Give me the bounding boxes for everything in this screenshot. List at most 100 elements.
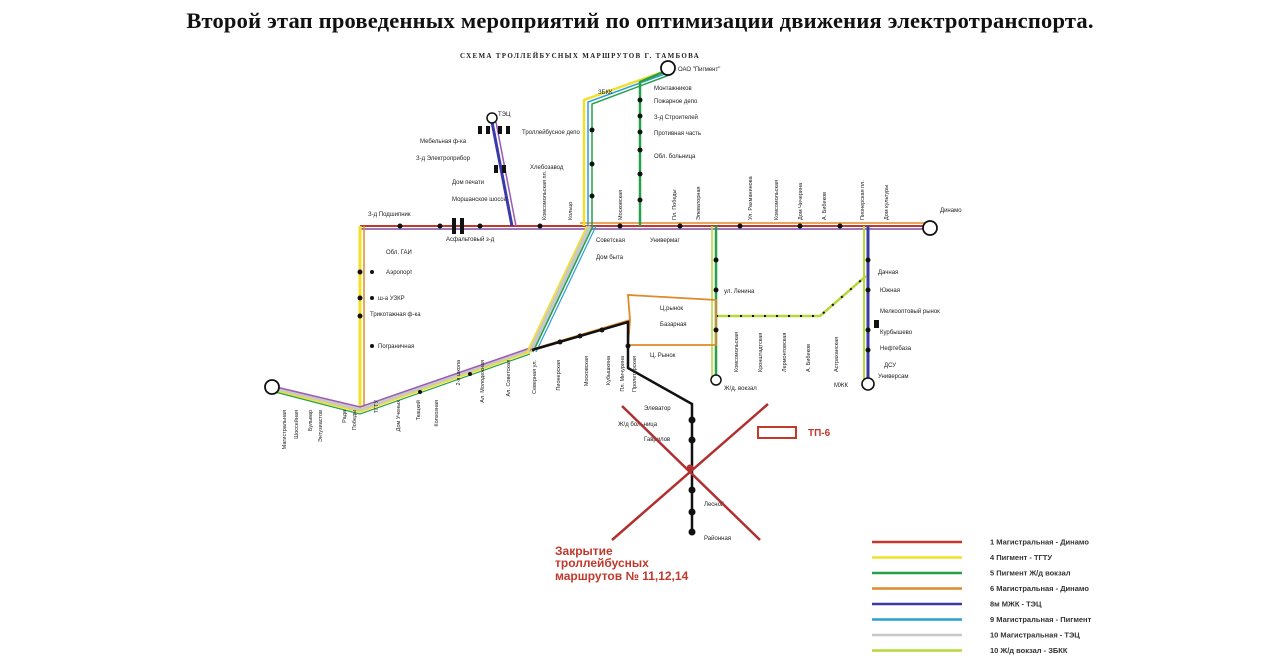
label-sovetskaya: Советская <box>596 238 625 244</box>
terminal-magistralnaya <box>264 379 280 395</box>
label-morshanskoe: Моршанское шоссе <box>452 197 507 203</box>
vlabel-mid-0: Комсомольская <box>734 332 740 372</box>
label-montazhnikov: Монтажников <box>654 86 692 92</box>
map-subtitle: СХЕМА ТРОЛЛЕЙБУСНЫХ МАРШРУТОВ Г. ТАМБОВА <box>460 52 700 60</box>
label-pokrovskaya: Пограничная <box>378 344 414 350</box>
vlabel-left-11: Ал. Молодежная <box>480 360 486 403</box>
route-dachnaya-dots <box>716 275 867 317</box>
vlabel-top-8: А. Бибиков <box>822 192 828 220</box>
closure-line-3: маршрутов № 11,12,14 <box>555 569 689 583</box>
label-bazarnaya: Базарная <box>660 322 687 328</box>
label-pozharnoe-depo: Пожарное депо <box>654 99 698 105</box>
label-ts-rynok2: Ц. Рынок <box>650 353 676 359</box>
label-zhd-bolnitsa: Ж/д больница <box>618 422 658 428</box>
substation-box <box>757 426 797 439</box>
label-dinamo: Динамо <box>940 208 962 214</box>
label-trikotazh: Трикотажная ф-ка <box>370 312 421 318</box>
vlabel-left-12: Ал. Советская <box>506 360 512 396</box>
vlabel-left-6: ТГТУ <box>374 400 380 414</box>
route-lines <box>271 68 930 535</box>
legend-label-r4: 4 Пигмент - ТГТУ <box>990 553 1052 562</box>
vertical-labels-top: Комсомольская пл. Кольцо Московская Пл. Поб… <box>542 170 890 220</box>
route-pigment-green2 <box>638 68 669 226</box>
label-zd-stroiteley: З-д Строителей <box>654 114 698 121</box>
label-universam: Универсам <box>878 374 908 380</box>
label-aeroport: Аэропорт <box>386 270 413 276</box>
route-dachnaya-dashed <box>716 275 867 318</box>
terminal-mzhk <box>861 377 875 391</box>
vlabel-left-8: Ткацкий <box>415 400 422 420</box>
route-legend: 1 Магистральная - Динамо 4 Пигмент - ТГТУ… <box>872 538 1092 655</box>
route-bottom-left-green <box>274 353 531 415</box>
vertical-labels-mid: Комсомольская Кронштадтская Лермонтовская А… <box>734 332 840 372</box>
label-pigment: ОАО "Пигмент" <box>678 67 720 73</box>
route-tets-purple <box>495 121 517 227</box>
vlabel-top-7: Дом Чичерина <box>798 182 804 220</box>
legend-label-r10: 10 Магистральная - ТЭЦ <box>990 631 1080 640</box>
route-bottom-left-yellow <box>271 351 531 413</box>
vlabel-left-14: Пионерская <box>556 360 562 391</box>
vlabel-top-5: Ул. Рахманинова <box>748 175 754 220</box>
label-melkoptovy: Мелкооптовый рынок <box>880 308 940 315</box>
route-bottom-left-purple <box>271 347 531 408</box>
vlabel-left-9: Колхозная <box>434 400 440 427</box>
page-title: Второй этап проведенных мероприятий по о… <box>186 8 1094 33</box>
vlabel-top-6: Комсомольская <box>774 180 780 220</box>
label-univermag: Универмаг <box>650 238 680 244</box>
stop-markers <box>357 97 871 536</box>
vlabel-left-18: Пролетарская <box>632 356 638 392</box>
vlabel-left-15: Московская <box>584 356 590 386</box>
vlabel-mid-1: Кронштадтская <box>758 333 764 372</box>
label-dachnaya: Дачная <box>878 270 898 276</box>
vlabel-left-17: Пл. Мичурина <box>620 355 626 392</box>
vlabel-top-2: Московская <box>618 190 624 220</box>
label-dom-pechati: Дом печати <box>452 180 484 186</box>
label-raionnaya: Районная <box>704 535 731 542</box>
route-pigment-green <box>591 73 673 226</box>
vlabel-left-0: Магистральная <box>282 410 288 449</box>
label-dom-byta: Дом быта <box>596 255 624 261</box>
legend-label-r1: 1 Магистральная - Динамо <box>990 538 1089 547</box>
terminal-vokzal <box>710 374 722 386</box>
vlabel-top-10: Дом культуры <box>884 185 890 220</box>
label-lesnaya: Лесной <box>704 501 724 508</box>
label-obl-gai: Обл. ГАИ <box>386 250 412 256</box>
label-zd-podshipnik: З-д Подшипник <box>368 212 411 218</box>
label-protivnaya: Противная часть <box>654 131 701 137</box>
terminal-pigment <box>660 60 676 76</box>
label-dsu: ДСУ <box>884 363 896 369</box>
vlabel-mid-4: Астраханская <box>834 337 840 372</box>
label-elevator: Элеватор <box>644 406 671 412</box>
label-mzhk: МЖК <box>834 383 849 389</box>
label-uzkr: ш-а УЗКР <box>378 296 405 302</box>
route-diagonal-green <box>532 225 594 353</box>
route-closed-black <box>531 320 694 535</box>
label-neftebaza: Нефтебаза <box>880 346 912 352</box>
vlabel-top-1: Кольцо <box>568 202 574 220</box>
route-diagonal-blue <box>535 225 597 353</box>
terminal-tets <box>486 112 498 124</box>
legend-label-r6: 6 Магистральная - Динамо <box>990 584 1089 593</box>
vlabel-top-4: Элеваторная <box>696 186 702 220</box>
label-zbki: ЗБКК <box>598 90 613 96</box>
vlabel-top-9: Пионерская пл. <box>860 180 866 220</box>
route-pigment-yellow <box>582 68 669 226</box>
substation-label: ТП-6 <box>808 428 831 439</box>
vlabel-left-3: Энтузиастов <box>318 410 324 442</box>
vlabel-mid-2: Лермонтовская <box>782 333 788 372</box>
vlabel-left-4: Рада <box>342 409 348 423</box>
route-diagonal-yellow <box>526 225 588 353</box>
closure-note: Закрытие троллейбусных маршрутов № 11,12… <box>555 544 689 583</box>
vlabel-top-3: Пл. Победы <box>672 190 678 220</box>
label-obl-bolnitsa: Обл. больница <box>654 154 696 160</box>
vlabel-top-0: Комсомольская пл. <box>542 170 548 220</box>
closure-cross <box>611 403 769 541</box>
label-kurbyshevo: Курбышево <box>880 330 913 336</box>
vlabel-left-13: Северная ул. <box>532 360 538 394</box>
route-diagonal-multi <box>528 225 592 353</box>
legend-label-r8: 8м МЖК - ТЭЦ <box>990 600 1042 609</box>
closure-line-2: троллейбусных <box>555 556 649 570</box>
label-tets: ТЭЦ <box>498 112 511 118</box>
